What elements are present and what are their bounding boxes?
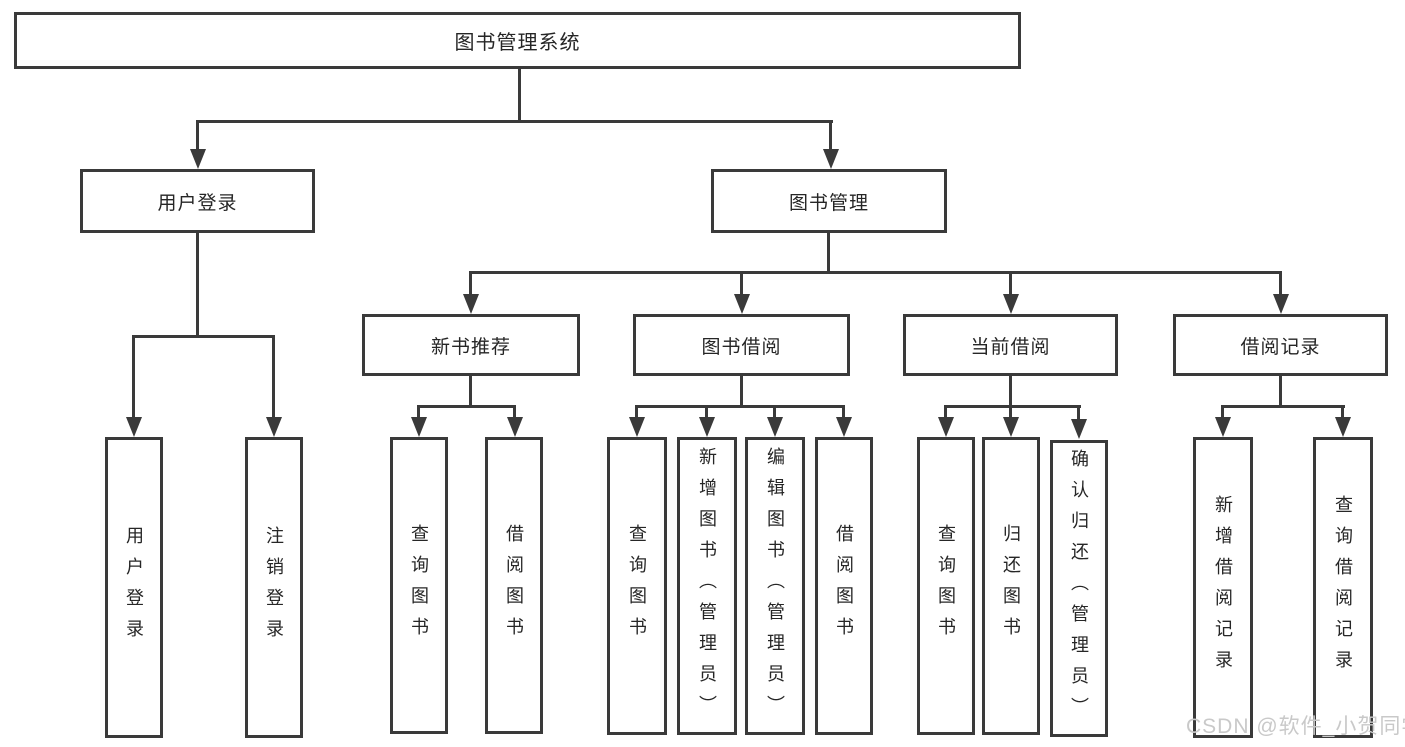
connector-line	[944, 405, 1081, 408]
connector-line	[417, 405, 516, 408]
leaf-borrow-books-2: 借阅图书	[815, 437, 873, 735]
arrow-down-icon	[507, 417, 523, 437]
arrow-down-icon	[1215, 417, 1231, 437]
connector-line	[842, 405, 845, 417]
connector-line	[513, 405, 516, 417]
connector-line	[469, 271, 1282, 274]
node-current-borrow: 当前借阅	[903, 314, 1118, 376]
arrow-down-icon	[411, 417, 427, 437]
leaf-edit-book-admin: 编辑图书（管理员）	[745, 437, 805, 735]
leaf-query-borrow-record: 查询借阅记录	[1313, 437, 1373, 738]
leaf-add-book-admin: 新增图书（管理员）	[677, 437, 737, 735]
connector-line	[705, 405, 708, 417]
connector-line	[1009, 376, 1012, 405]
arrow-down-icon	[734, 294, 750, 314]
node-borrow-records: 借阅记录	[1173, 314, 1388, 376]
connector-line	[417, 405, 420, 417]
connector-line	[272, 335, 275, 417]
connector-line	[1221, 405, 1345, 408]
arrow-down-icon	[1071, 419, 1087, 439]
connector-line	[132, 335, 135, 417]
arrow-down-icon	[1003, 417, 1019, 437]
arrow-down-icon	[190, 149, 206, 169]
connector-line	[1221, 405, 1224, 417]
connector-line	[132, 335, 275, 338]
connector-line	[1009, 405, 1012, 417]
arrow-down-icon	[1003, 294, 1019, 314]
arrow-down-icon	[823, 149, 839, 169]
leaf-user-login: 用户登录	[105, 437, 163, 738]
leaf-add-borrow-record: 新增借阅记录	[1193, 437, 1253, 738]
connector-line	[740, 271, 743, 295]
node-book-borrow: 图书借阅	[633, 314, 850, 376]
connector-line	[827, 233, 830, 271]
arrow-down-icon	[699, 417, 715, 437]
connector-line	[1341, 405, 1344, 417]
arrow-down-icon	[463, 294, 479, 314]
arrow-down-icon	[1273, 294, 1289, 314]
arrow-down-icon	[938, 417, 954, 437]
leaf-logout: 注销登录	[245, 437, 303, 738]
node-root-system: 图书管理系统	[14, 12, 1021, 69]
connector-line	[740, 376, 743, 405]
arrow-down-icon	[767, 417, 783, 437]
arrow-down-icon	[629, 417, 645, 437]
connector-line	[196, 233, 199, 335]
connector-line	[469, 376, 472, 405]
node-user-login: 用户登录	[80, 169, 315, 233]
leaf-query-books-3: 查询图书	[917, 437, 975, 735]
arrow-down-icon	[266, 417, 282, 437]
connector-line	[1077, 405, 1080, 419]
node-new-book-recommend: 新书推荐	[362, 314, 580, 376]
arrow-down-icon	[836, 417, 852, 437]
node-book-management: 图书管理	[711, 169, 947, 233]
leaf-confirm-return-admin: 确认归还（管理员）	[1050, 440, 1108, 737]
connector-line	[1009, 271, 1012, 295]
csdn-watermark: CSDN @软件_小贺同学	[1186, 715, 1405, 738]
connector-line	[518, 69, 521, 120]
connector-line	[829, 120, 832, 150]
connector-line	[944, 405, 947, 417]
connector-line	[773, 405, 776, 417]
connector-line	[196, 120, 199, 150]
connector-line	[196, 120, 833, 123]
arrow-down-icon	[126, 417, 142, 437]
leaf-query-books-1: 查询图书	[390, 437, 448, 734]
leaf-borrow-books-1: 借阅图书	[485, 437, 543, 734]
arrow-down-icon	[1335, 417, 1351, 437]
connector-line	[469, 271, 472, 295]
leaf-return-books: 归还图书	[982, 437, 1040, 735]
leaf-query-books-2: 查询图书	[607, 437, 667, 735]
connector-line	[1279, 376, 1282, 405]
connector-line	[1279, 271, 1282, 295]
connector-line	[635, 405, 638, 417]
connector-line	[635, 405, 845, 408]
